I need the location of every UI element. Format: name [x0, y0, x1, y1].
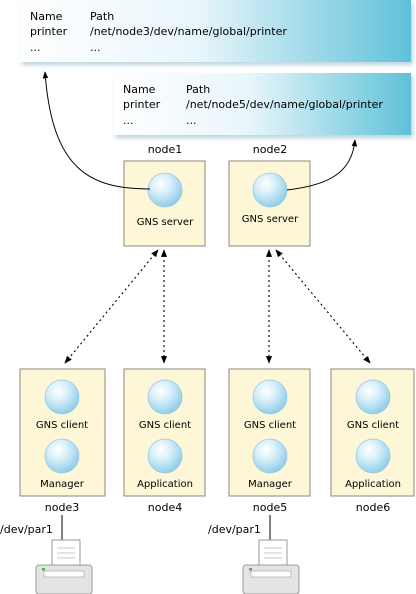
- client-node-node4: GNS client Application: [123, 368, 206, 497]
- application-sphere-icon: [147, 438, 183, 474]
- table-header-path: Path: [90, 10, 114, 23]
- gns-server-sphere-icon: [147, 172, 183, 208]
- name-table-background: [113, 73, 411, 135]
- application-sphere-icon: [355, 438, 391, 474]
- connection-node1-node3: [64, 249, 159, 364]
- table-cell-name: printer: [123, 98, 161, 111]
- device-path: /dev/par1: [0, 523, 53, 536]
- manager-sphere-icon: [252, 438, 288, 474]
- component-label: GNS client: [347, 420, 399, 431]
- table-cell-path: /net/node5/dev/name/global/printer: [186, 98, 383, 111]
- gns-client-sphere-icon: [355, 379, 391, 415]
- name-table-node5: Name Path printer /net/node5/dev/name/gl…: [113, 73, 411, 135]
- table-cell-path: /net/node3/dev/name/global/printer: [90, 25, 287, 38]
- manager-sphere-icon: [44, 438, 80, 474]
- node-label: node4: [148, 501, 182, 514]
- client-node-node5: GNS client Manager: [228, 368, 311, 497]
- component-label: GNS server: [242, 214, 299, 225]
- component-label: Application: [137, 479, 193, 490]
- table-header-path: Path: [186, 83, 210, 96]
- component-label: Manager: [40, 479, 85, 490]
- gns-client-sphere-icon: [44, 379, 80, 415]
- server-node-node2: GNS server: [228, 160, 311, 247]
- table-cell-name: ...: [123, 114, 134, 127]
- node-label: node2: [253, 143, 287, 156]
- gns-client-sphere-icon: [147, 379, 183, 415]
- connections: [64, 249, 371, 364]
- node-label: node1: [148, 143, 182, 156]
- name-table-node3: Name Path printer /net/node3/dev/name/gl…: [20, 0, 411, 62]
- node-label: node6: [356, 501, 390, 514]
- gns-server-sphere-icon: [252, 172, 288, 208]
- component-label: GNS client: [36, 420, 88, 431]
- table-cell-name: ...: [30, 41, 41, 54]
- table-cell-path: ...: [90, 41, 101, 54]
- component-label: Manager: [248, 479, 293, 490]
- node-label: node5: [253, 501, 287, 514]
- component-label: GNS client: [244, 420, 296, 431]
- client-node-node3: GNS client Manager: [19, 368, 106, 497]
- component-label: GNS client: [139, 420, 191, 431]
- table-cell-path: ...: [186, 114, 197, 127]
- lookup-arrow-node2-to-table: [286, 139, 358, 191]
- server-node-node1: GNS server: [123, 160, 206, 247]
- name-table-background: [20, 0, 411, 62]
- printer-icon: [35, 539, 93, 594]
- device-path: /dev/par1: [208, 523, 261, 536]
- node-label: node3: [45, 501, 79, 514]
- lookup-arrow-node1-to-table: [42, 71, 151, 190]
- component-label: GNS server: [137, 217, 194, 228]
- table-header-name: Name: [123, 83, 156, 96]
- table-header-name: Name: [30, 10, 63, 23]
- gns-client-sphere-icon: [252, 379, 288, 415]
- component-label: Application: [345, 479, 401, 490]
- table-cell-name: printer: [30, 25, 68, 38]
- printer-icon: [242, 539, 300, 594]
- client-node-node6: GNS client Application: [330, 368, 415, 497]
- connection-node2-node6: [275, 249, 371, 364]
